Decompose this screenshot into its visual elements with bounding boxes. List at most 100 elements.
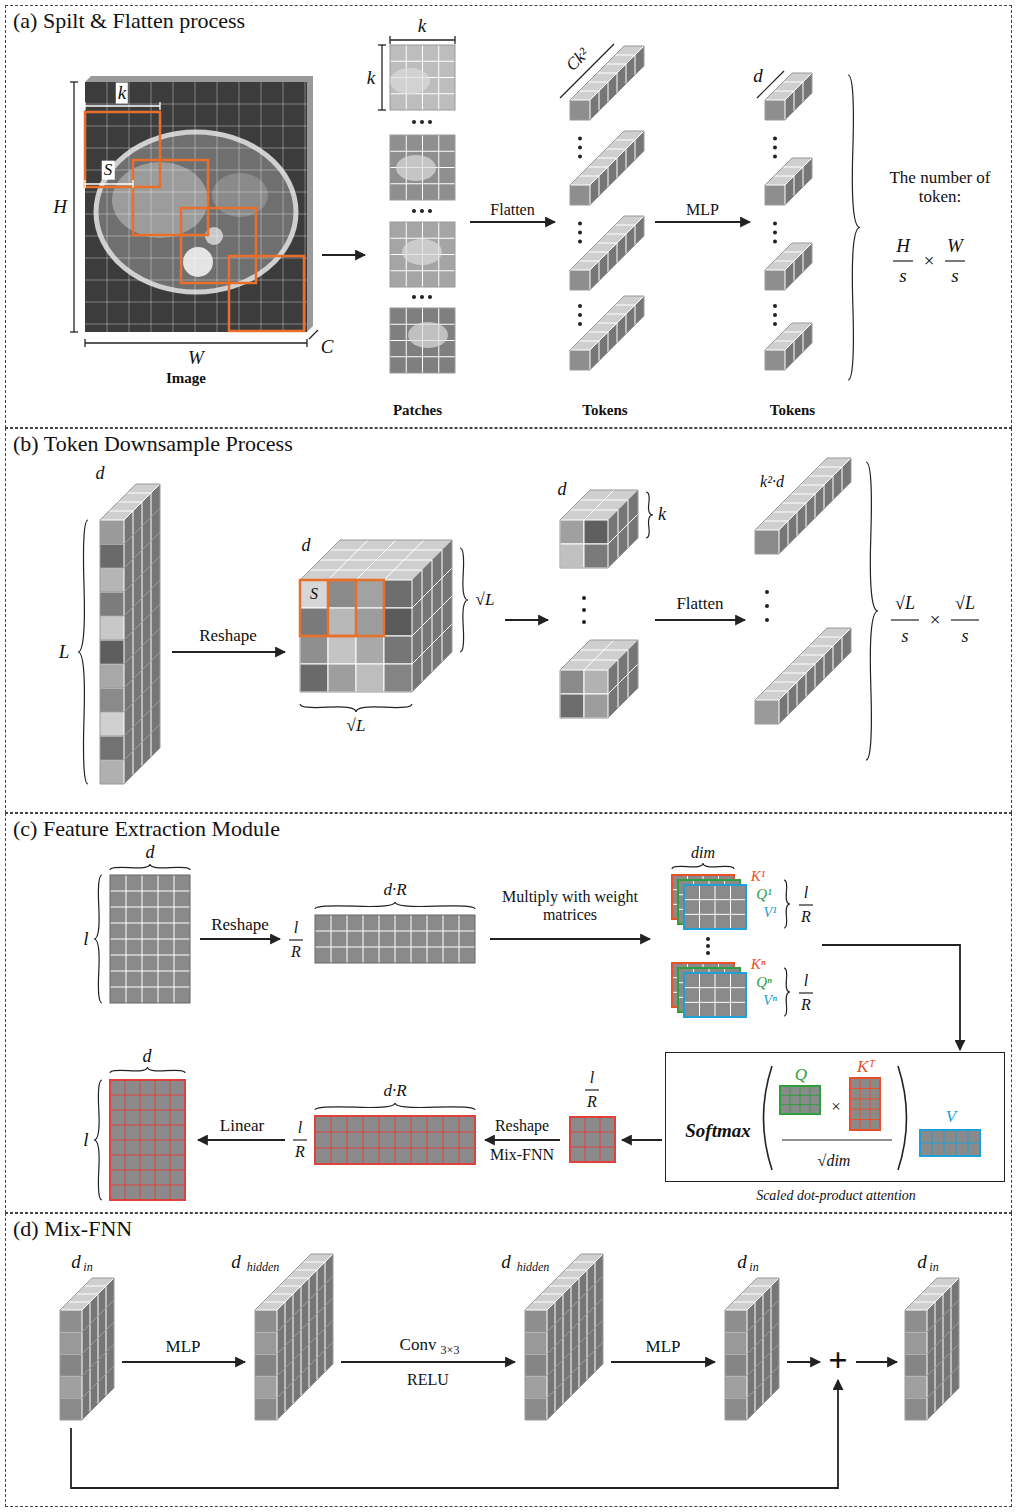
grid-line	[85, 126, 307, 127]
bar-front	[905, 1398, 927, 1420]
dot	[578, 240, 582, 244]
grid-line	[85, 302, 307, 303]
fraction-bar	[293, 1139, 307, 1140]
bar-outline	[570, 216, 644, 290]
cube-edge	[133, 679, 134, 703]
cube-edge	[764, 521, 788, 522]
dot	[420, 295, 424, 299]
ellipsis-dots	[773, 222, 777, 244]
cube-edge	[749, 1286, 771, 1287]
formula-symbol: ×	[924, 251, 935, 272]
arrow-label: Reshape	[495, 1117, 549, 1135]
cube-edge	[597, 323, 617, 324]
cube-edge	[771, 1374, 772, 1396]
bar-outline	[725, 1278, 779, 1332]
grid-line	[850, 1109, 880, 1110]
cube-edge	[571, 1286, 572, 1308]
image-patch	[390, 222, 455, 287]
cube-edge	[127, 493, 151, 494]
sum-symbol: +	[828, 1341, 847, 1378]
cube-edge	[929, 1286, 951, 1287]
grid-line	[315, 931, 475, 932]
image-content	[85, 82, 307, 332]
cube-edge	[606, 234, 626, 235]
grid-line	[315, 1132, 475, 1133]
dimension-label: l	[83, 929, 88, 950]
cube-edge	[533, 1302, 555, 1303]
cube-edge	[287, 1278, 309, 1279]
cube-edge	[422, 570, 423, 682]
grid-line	[730, 973, 731, 1017]
bar-front	[725, 1376, 747, 1398]
matrix-fill	[315, 915, 475, 963]
bar-front	[60, 1332, 82, 1354]
flow-arrow	[856, 1361, 897, 1363]
token-bar	[765, 243, 812, 290]
bar-front	[525, 1354, 547, 1376]
operator-symbol: ×	[831, 1098, 841, 1117]
sliding-window	[133, 160, 208, 235]
bar-front	[60, 1354, 82, 1376]
matrix-fill	[920, 1130, 980, 1156]
dot	[412, 120, 416, 124]
rule-line	[84, 180, 85, 188]
bar-outline	[765, 158, 812, 205]
matrix-fill	[390, 45, 455, 110]
cube-edge	[755, 1390, 756, 1412]
bar-front	[255, 1354, 277, 1376]
cube-edge	[82, 1376, 83, 1398]
grid-line	[443, 1116, 444, 1164]
cube-edge	[142, 622, 143, 646]
fraction-bar	[289, 939, 303, 940]
cube-edge	[309, 1300, 310, 1322]
cube-edge	[763, 1382, 764, 1404]
dot	[773, 313, 777, 317]
bar-front	[525, 1310, 547, 1332]
cube-edge	[555, 1346, 556, 1368]
rule-line	[85, 342, 307, 343]
dot	[773, 231, 777, 235]
cube-edge	[142, 526, 143, 550]
block-side	[412, 540, 452, 692]
grid-line	[110, 1125, 185, 1126]
cube-edge	[635, 55, 636, 75]
grid-line	[110, 1155, 185, 1156]
matrix-border	[684, 973, 746, 1017]
dimension-label: C	[321, 337, 334, 358]
block-cell	[560, 670, 584, 694]
block-cell	[300, 608, 328, 636]
cube-edge	[90, 1368, 91, 1390]
grid-line	[331, 915, 332, 963]
dimension-label: d	[71, 1252, 81, 1273]
cube-edge	[547, 1376, 548, 1398]
cube-edge	[142, 550, 143, 574]
rule-line	[84, 339, 85, 347]
image-depth	[85, 76, 313, 332]
cube-edge	[555, 1368, 556, 1390]
cube-edge	[555, 1324, 556, 1346]
cube-edge	[310, 570, 422, 571]
matrix-fill	[110, 875, 190, 1003]
block-cell	[560, 544, 584, 568]
patch-column: Patches	[365, 22, 470, 420]
ellipsis-dots	[706, 937, 710, 955]
edge-label: MLP	[684, 201, 721, 219]
cube-edge	[615, 140, 635, 141]
block-cell	[584, 544, 608, 568]
cube-edge	[570, 131, 644, 185]
dot	[773, 137, 777, 141]
dimension-label: k	[658, 505, 666, 525]
cube-edge	[317, 1314, 318, 1336]
cube-edge	[570, 296, 644, 350]
dot	[706, 944, 710, 948]
curly-brace	[672, 863, 734, 869]
cube-edge	[755, 1302, 756, 1324]
dimension-label: l	[804, 884, 808, 902]
matrix-fill	[684, 973, 746, 1017]
bar-outline	[570, 131, 644, 205]
cube-edge	[133, 583, 134, 607]
cube-edge	[301, 1308, 302, 1330]
arrow-label: Conv	[400, 1336, 437, 1355]
cube-edge	[317, 1270, 318, 1292]
